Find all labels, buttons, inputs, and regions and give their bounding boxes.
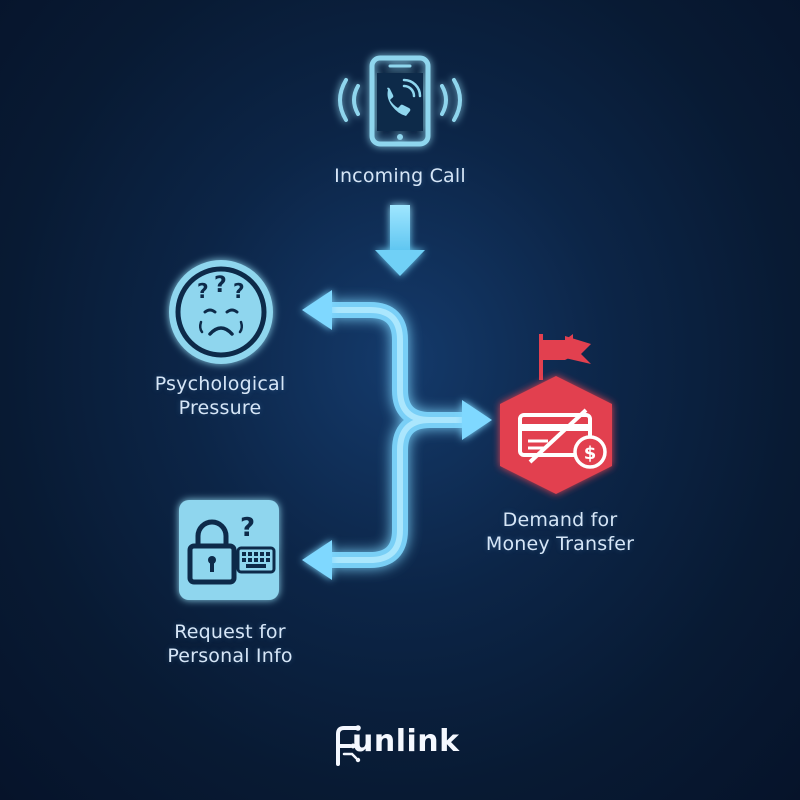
lock-keyboard-icon: ? — [179, 500, 279, 600]
svg-text:$: $ — [584, 443, 597, 464]
stressed-face-icon: ? ? ? — [169, 260, 273, 364]
arrowhead-to-pressure — [302, 290, 332, 330]
svg-text:?: ? — [214, 273, 227, 298]
incoming-call-label: Incoming Call — [334, 165, 466, 187]
personal-info-label: Request for Personal Info — [167, 621, 293, 667]
svg-text:?: ? — [233, 279, 245, 303]
money-transfer-icon: $ — [500, 334, 612, 494]
svg-text:?: ? — [197, 279, 209, 303]
down-arrow — [375, 205, 425, 276]
svg-text:?: ? — [240, 513, 255, 543]
psychological-pressure-label: Psychological Pressure — [154, 373, 286, 419]
brand-name: unlink — [352, 724, 460, 759]
circuit-f-icon — [336, 725, 361, 766]
arrowhead-to-personal-info — [302, 540, 332, 580]
brand-logo: unlink — [300, 720, 500, 770]
arrowhead-to-money — [462, 400, 492, 440]
phone-icon — [338, 55, 462, 147]
money-transfer-label: Demand for Money Transfer — [485, 509, 635, 555]
